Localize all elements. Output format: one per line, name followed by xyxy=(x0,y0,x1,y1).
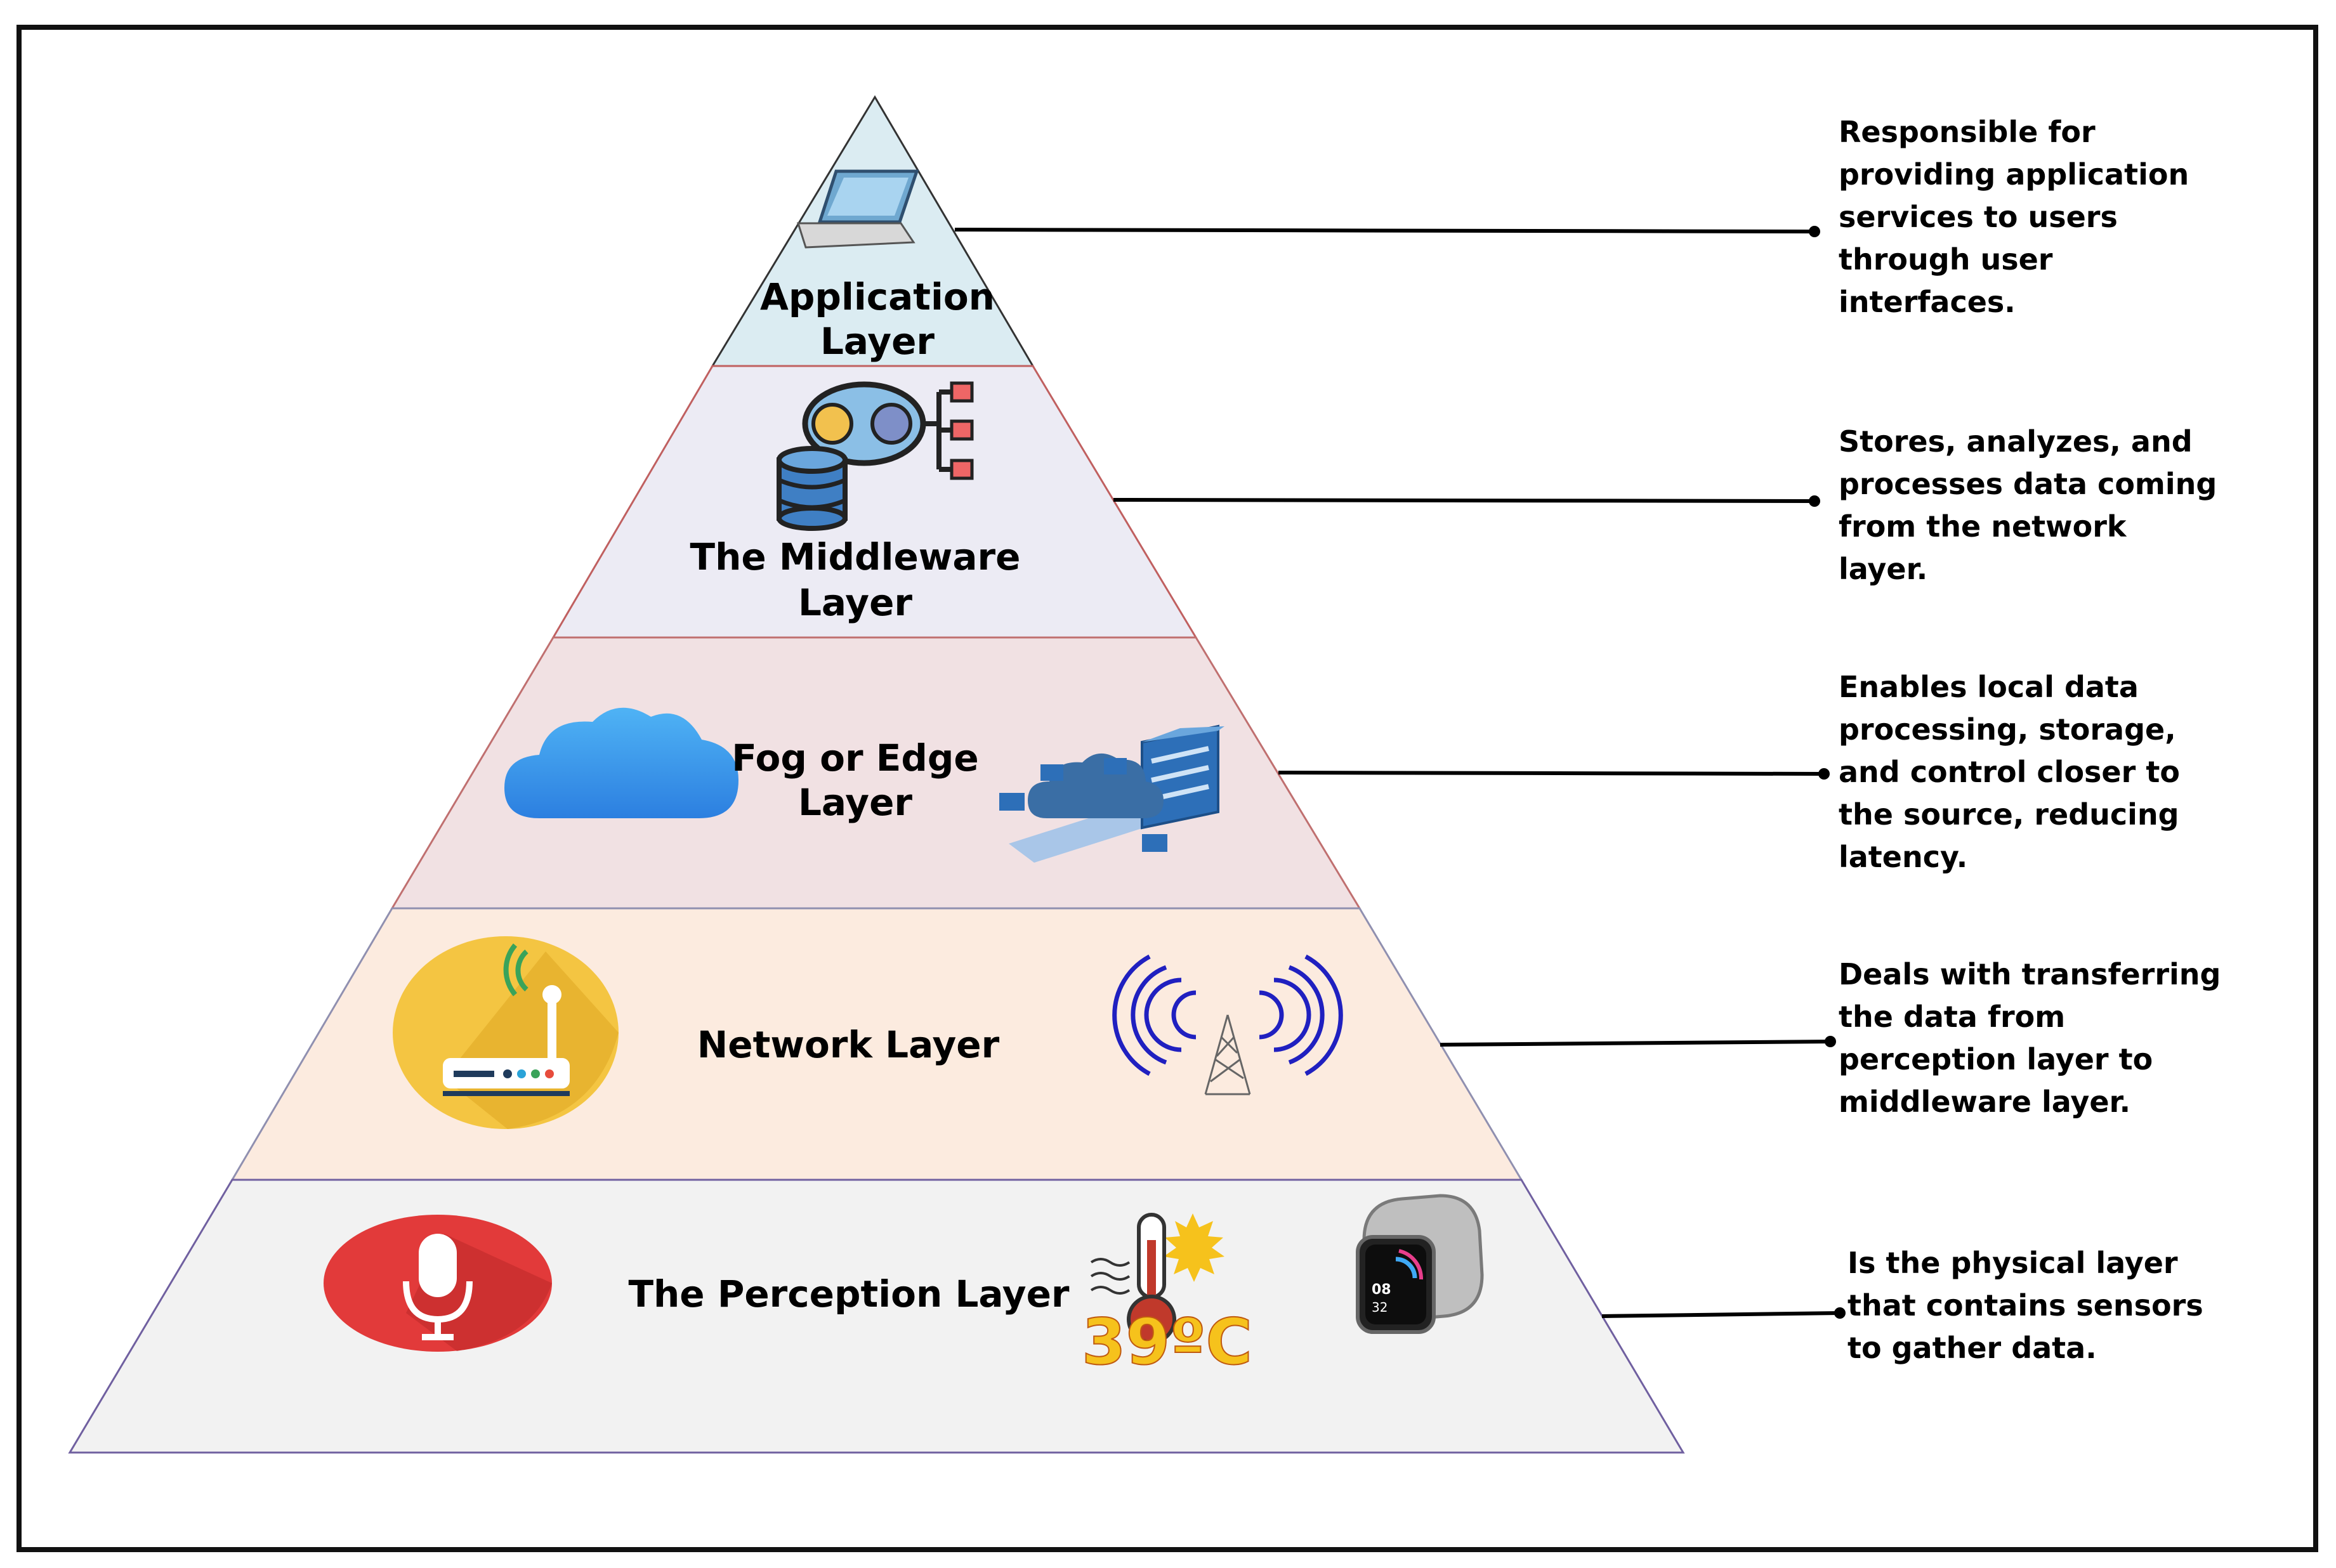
fog-layer-label-line-2: Layer xyxy=(798,781,912,824)
network-layer-description: Deals with transferring the data from pe… xyxy=(1839,953,2221,1123)
description-line: Responsible for xyxy=(1839,115,2096,149)
watch-display-minutes: 32 xyxy=(1372,1300,1388,1315)
description-line: through user xyxy=(1839,242,2053,277)
cloud-icon xyxy=(504,707,738,818)
perception-layer-label: The Perception Layer xyxy=(628,1272,1069,1316)
database-analytics-icon xyxy=(777,381,974,531)
description-line: and control closer to xyxy=(1839,755,2180,789)
description-line: middleware layer. xyxy=(1839,1085,2131,1119)
connector-application xyxy=(954,228,1815,233)
smartwatch-icon: 08 32 xyxy=(1356,1194,1484,1334)
application-layer-label-line-1: Application xyxy=(760,275,995,318)
network-layer-label: Network Layer xyxy=(697,1023,1000,1066)
description-line: from the network xyxy=(1839,509,2127,544)
middleware-layer-label-line-1: The Middleware xyxy=(690,535,1021,578)
connector-lines xyxy=(954,228,1841,1318)
description-line: the data from xyxy=(1839,1000,2066,1034)
description-line: interfaces. xyxy=(1839,285,2016,319)
connector-dots xyxy=(1809,226,1846,1319)
description-line: the source, reducing xyxy=(1839,797,2179,832)
description-line: that contains sensors xyxy=(1847,1288,2203,1323)
microphone-icon xyxy=(324,1215,552,1352)
description-line: Enables local data xyxy=(1839,670,2139,704)
description-line: latency. xyxy=(1839,840,1968,874)
thermometer-reading: 39ºC xyxy=(1082,1305,1252,1379)
description-line: Is the physical layer xyxy=(1847,1246,2178,1280)
application-layer-label-line-2: Layer xyxy=(820,320,935,363)
connector-network xyxy=(1440,1040,1831,1047)
description-line: to gather data. xyxy=(1847,1331,2097,1365)
description-line: providing application xyxy=(1839,157,2189,192)
connector-perception xyxy=(1601,1311,1841,1318)
router-icon xyxy=(393,936,619,1129)
connector-middleware xyxy=(1113,498,1815,503)
thermometer-icon xyxy=(1090,1213,1224,1344)
description-line: services to users xyxy=(1839,200,2118,234)
edge-server-icon xyxy=(999,724,1224,863)
description-line: Deals with transferring xyxy=(1839,957,2221,991)
description-line: Stores, analyzes, and xyxy=(1839,424,2193,459)
application-layer-description: Responsible for providing application se… xyxy=(1839,111,2189,323)
laptop-icon xyxy=(796,169,919,249)
description-line: layer. xyxy=(1839,552,1928,586)
watch-display-hours: 08 xyxy=(1372,1282,1391,1298)
middleware-layer-label-line-2: Layer xyxy=(798,581,912,624)
description-line: processes data coming xyxy=(1839,467,2217,501)
description-line: processing, storage, xyxy=(1839,712,2176,747)
connector-fog xyxy=(1278,771,1825,776)
fog-layer-description: Enables local data processing, storage, … xyxy=(1839,666,2180,879)
antenna-tower-icon xyxy=(1112,954,1343,1095)
description-line: perception layer to xyxy=(1839,1042,2153,1076)
middleware-layer-description: Stores, analyzes, and processes data com… xyxy=(1839,421,2217,591)
perception-layer-description: Is the physical layer that contains sens… xyxy=(1847,1242,2203,1369)
fog-layer-label-line-1: Fog or Edge xyxy=(732,736,978,780)
